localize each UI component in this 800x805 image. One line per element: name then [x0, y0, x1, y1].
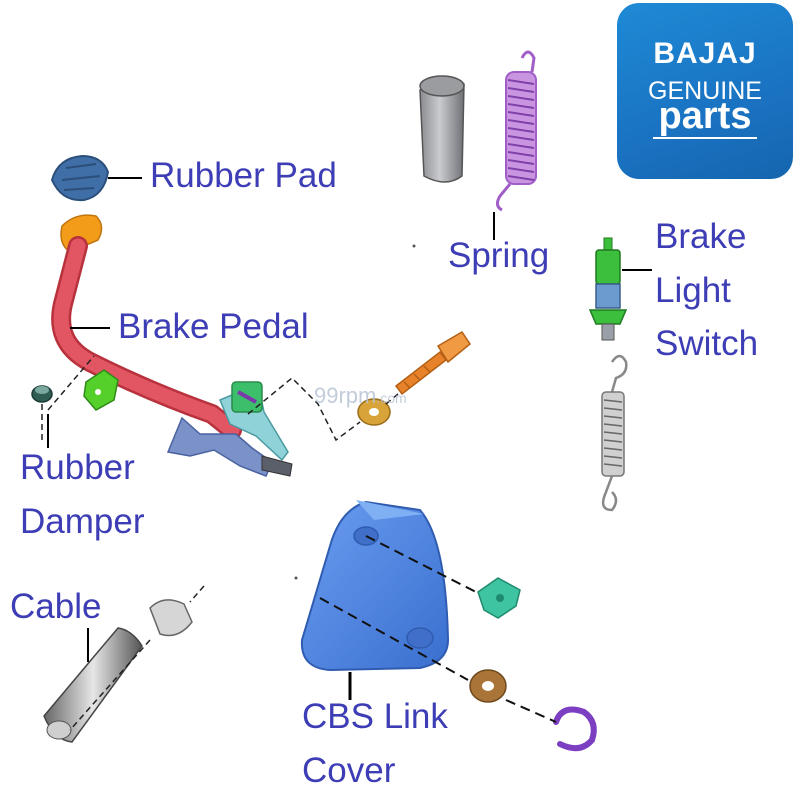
bolt-part [394, 330, 472, 396]
label-rubber-damper-line1: Rubber [20, 448, 135, 487]
washer-part [357, 398, 391, 426]
cable-part [43, 599, 193, 743]
cbs-link-cover-part [300, 500, 450, 672]
label-spring: Spring [448, 236, 550, 275]
rubber-pad-part [50, 154, 110, 202]
brake-light-switch-part [588, 237, 628, 341]
label-cbs-link-cover-line2: Cover [302, 751, 396, 790]
purple-clip-part [553, 706, 597, 752]
brown-washer-part [469, 669, 507, 703]
tube-part [419, 75, 465, 183]
rubber-damper-part [31, 385, 53, 403]
brake-pedal-part [51, 214, 293, 477]
logo-brand: BAJAJ [653, 37, 757, 70]
watermark-suffix: .com [376, 390, 407, 406]
watermark-main: 99rpm [314, 383, 377, 408]
logo-underline [653, 137, 757, 139]
label-brake-light-switch-line3: Switch [655, 324, 759, 363]
green-fastener-part [477, 577, 521, 619]
logo-genuine: GENUINE [648, 77, 762, 105]
watermark: 99rpm.com [314, 383, 407, 409]
logo-parts: parts [658, 95, 752, 137]
label-rubber-damper-line2: Damper [20, 502, 145, 541]
label-brake-pedal: Brake Pedal [118, 307, 309, 346]
label-cbs-link-cover-line1: CBS Link [302, 697, 448, 736]
label-brake-light-switch-line2: Light [655, 271, 731, 310]
label-cable: Cable [10, 587, 102, 626]
label-rubber-pad: Rubber Pad [150, 156, 337, 195]
label-brake-light-switch-line1: Brake [655, 217, 747, 256]
bajaj-genuine-parts-logo: BAJAJ GENUINE parts [617, 3, 793, 179]
return-spring-part [601, 354, 628, 512]
spring-part [495, 50, 537, 212]
